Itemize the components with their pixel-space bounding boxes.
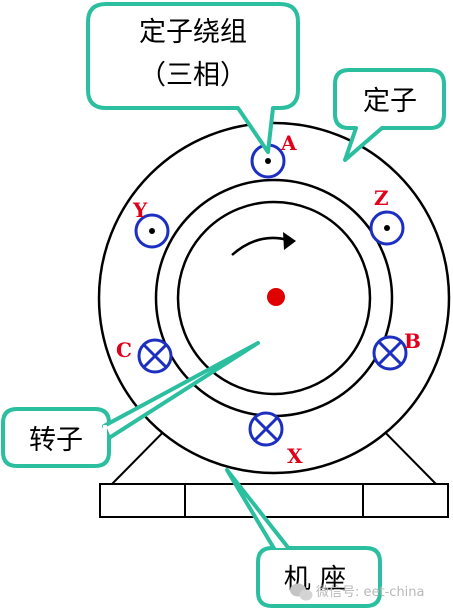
rotation-arrow-icon xyxy=(231,232,296,256)
wechat-icon xyxy=(290,583,313,601)
terminal-label-C: C xyxy=(116,338,132,362)
terminal-label-B: B xyxy=(404,329,421,353)
callout-winding-line2: （三相） xyxy=(139,60,247,91)
watermark-text: 微信号: eet-china xyxy=(316,585,425,600)
callout-winding-line1: 定子绕组 xyxy=(139,17,247,48)
callout-rotor: 转子 xyxy=(1,341,260,468)
callout-rotor-label: 转子 xyxy=(29,425,83,456)
coil-A-dot-icon xyxy=(250,143,286,179)
coil-Y-dot-icon xyxy=(134,213,170,249)
coil-C-cross-icon xyxy=(137,338,173,374)
callout-stator-label: 定子 xyxy=(363,86,417,117)
coil-Z-dot-icon xyxy=(369,210,405,246)
terminal-label-Y: Y xyxy=(132,198,148,222)
coil-B-cross-icon xyxy=(372,335,408,371)
rotor-center-dot xyxy=(267,288,285,306)
callout-stator: 定子 xyxy=(333,68,446,162)
terminal-label-Z: Z xyxy=(374,186,389,210)
watermark: 微信号: eet-china xyxy=(290,583,425,601)
coil-X-cross-icon xyxy=(248,411,284,447)
terminal-label-A: A xyxy=(280,131,297,155)
callout-stator-winding: 定子绕组 （三相） xyxy=(86,2,300,154)
base-plate xyxy=(99,483,449,518)
terminal-label-X: X xyxy=(287,444,303,468)
